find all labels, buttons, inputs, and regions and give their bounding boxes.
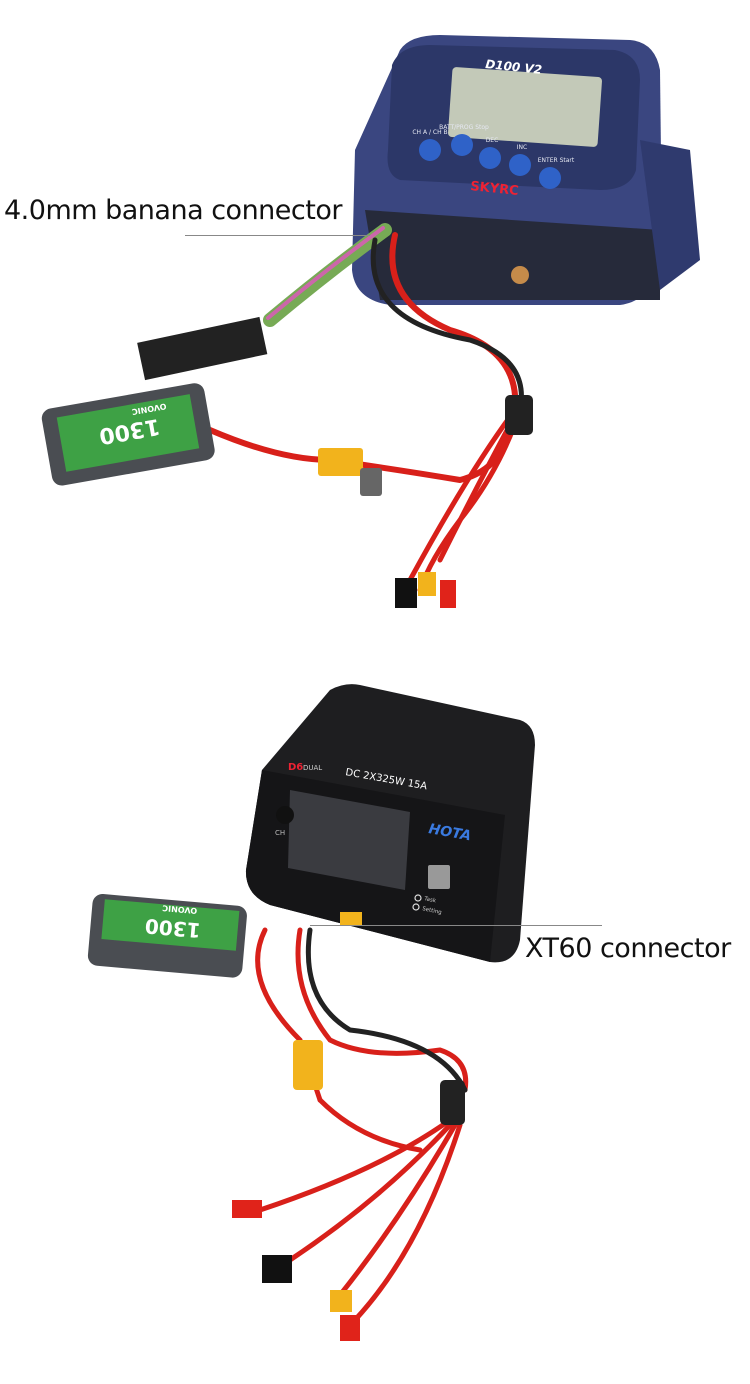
svg-text:1300: 1300 xyxy=(144,914,202,943)
xt60-connector-label: XT60 connector xyxy=(525,933,731,964)
inc-button xyxy=(509,154,531,176)
hota-charger: DC 2X325W 15A HOTA D6 DUAL CH Task Setti… xyxy=(245,684,535,963)
svg-text:HOTA: HOTA xyxy=(427,821,472,844)
xt60-plug-bottom xyxy=(293,1040,323,1090)
button-label-ch: CH A / CH B xyxy=(412,129,447,136)
enter-button xyxy=(539,167,561,189)
svg-text:DUAL: DUAL xyxy=(303,764,322,772)
deans-plug xyxy=(395,578,417,608)
button-label-enter: ENTER Start xyxy=(538,157,575,164)
battery-brand-bottom: OVONIC xyxy=(162,903,198,915)
status-indicators: Task Setting xyxy=(412,894,443,916)
deans-plug-bottom xyxy=(232,1200,262,1218)
svg-text:CH: CH xyxy=(275,829,285,837)
xt60-plug-top xyxy=(318,448,363,476)
lcd-screen xyxy=(448,67,602,147)
setting-indicator-label: Setting xyxy=(422,906,443,916)
batt-prog-button xyxy=(451,134,473,156)
button-label-inc: INC xyxy=(517,144,527,151)
banana-leader-line xyxy=(185,235,370,236)
lipo-battery-bottom: 1300 OVONIC xyxy=(87,893,247,978)
balance-board xyxy=(137,316,268,381)
svg-text:D6: D6 xyxy=(288,762,303,773)
task-indicator-icon xyxy=(414,894,422,902)
color-screen xyxy=(288,790,410,890)
rotary-knob xyxy=(428,865,450,889)
skyrc-charger: CH A / CH B BATT/PROG Stop DEC INC ENTER… xyxy=(352,35,700,305)
lipo-battery-top: 1300 OVONIC xyxy=(41,383,215,486)
banana-connector-label: 4.0mm banana connector xyxy=(4,195,342,226)
setting-indicator-icon xyxy=(412,903,420,911)
xt60-leader-line xyxy=(310,925,602,926)
dec-button xyxy=(479,147,501,169)
svg-text:D100 V2: D100 V2 xyxy=(485,57,543,77)
ch-button xyxy=(419,139,441,161)
task-indicator-label: Task xyxy=(423,896,438,905)
control-buttons xyxy=(419,134,561,189)
splitter-sleeve xyxy=(505,395,533,435)
control-button-labels: CH A / CH B BATT/PROG Stop DEC INC ENTER… xyxy=(412,124,575,164)
svg-text:SKYRC: SKYRC xyxy=(470,179,520,199)
top-cables xyxy=(207,223,524,593)
button-label-batt-prog: BATT/PROG Stop xyxy=(439,124,489,131)
button-label-dec: DEC xyxy=(486,137,499,144)
